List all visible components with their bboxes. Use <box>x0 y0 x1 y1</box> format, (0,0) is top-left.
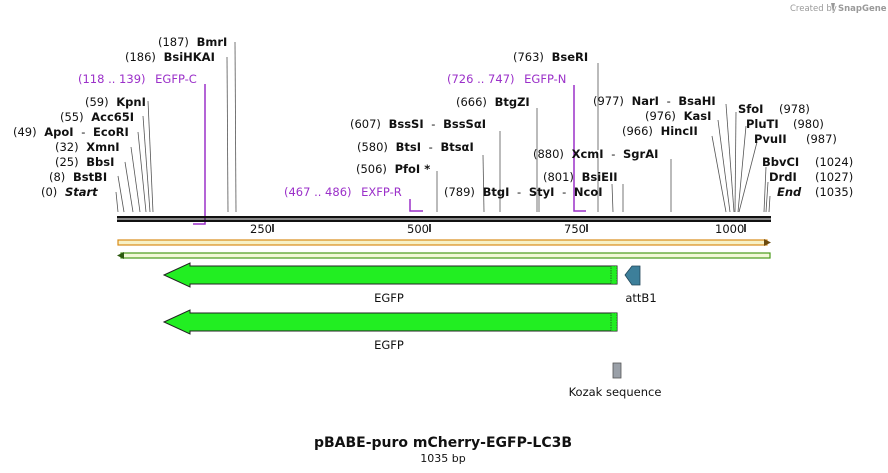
site-label-bsihkai: (186) BsiHKAI <box>125 50 215 64</box>
credit-brand: SnapGene <box>838 4 887 14</box>
primer-label-exfp-r: (467 .. 486) EXFP-R <box>284 185 402 199</box>
svg-text:(1024): (1024) <box>815 155 853 169</box>
primer-egfp-c-line <box>193 84 206 225</box>
svg-text:BbvCI: BbvCI <box>762 155 799 169</box>
svg-text:SfoI: SfoI <box>738 102 763 116</box>
snapgene-credit: Created by SnapGene <box>790 3 887 14</box>
left-site-labels: (0) Start (8) BstBI (25) BbsI (32) XmnI … <box>13 35 227 199</box>
site-label-pvuii: PvuII (987) <box>754 132 837 146</box>
feature-egfp-2-label: EGFP <box>374 338 404 352</box>
reverse-strand-bar <box>117 252 771 259</box>
site-label-kasi: (976) KasI <box>645 109 711 123</box>
svg-text:1000: 1000 <box>715 222 744 236</box>
feature-attb1-label: attB1 <box>625 291 656 305</box>
feature-egfp-1-label: EGFP <box>374 291 404 305</box>
feature-kozak-label: Kozak sequence <box>569 385 662 399</box>
site-label-btgi-styi-ncoi: (789) BtgI - StyI - NcoI <box>444 185 603 199</box>
feature-attb1[interactable]: attB1 <box>624 265 657 305</box>
forward-strand-bar <box>117 239 771 246</box>
site-leader-lines <box>115 41 771 213</box>
site-label-bsieii: (801) BsiEII <box>543 170 618 184</box>
map-subtitle: 1035 bp <box>420 452 465 465</box>
svg-text:500: 500 <box>407 222 429 236</box>
svg-text:(1035): (1035) <box>815 185 853 199</box>
svg-text:(978): (978) <box>779 102 810 116</box>
site-label-bsssi: (607) BssSI - BssSαI <box>350 117 486 131</box>
svg-text:DrdI: DrdI <box>769 170 797 184</box>
site-label-hincii: (966) HincII <box>622 124 698 138</box>
primer-label-egfp-c: (118 .. 139) EGFP-C <box>78 72 197 86</box>
site-label-acc65i: (55) Acc65I <box>60 110 134 124</box>
site-label-bstbi: (8) BstBI <box>49 170 107 184</box>
site-label-pfoi: (506) PfoI * <box>356 162 430 176</box>
dna-backbone <box>117 216 771 222</box>
ruler: 250 500 750 1000 <box>250 222 746 236</box>
site-label-bseri: (763) BseRI <box>513 50 588 64</box>
site-label-pluti: PluTI (980) <box>746 117 824 131</box>
site-label-bbvci: BbvCI (1024) <box>762 155 853 169</box>
ruler-tick-1000: 1000 <box>715 222 746 236</box>
site-label-xcmi-sgrai: (880) XcmI - SgrAI <box>533 147 658 161</box>
svg-text:(987): (987) <box>806 132 837 146</box>
site-label-apoi-ecori: (49) ApoI - EcoRI <box>13 125 129 139</box>
svg-text:250: 250 <box>250 222 272 236</box>
svg-text:PluTI: PluTI <box>746 117 779 131</box>
snapgene-logo-icon <box>831 3 835 12</box>
site-label-bbsi: (25) BbsI <box>55 155 114 169</box>
primer-label-egfp-n: (726 .. 747) EGFP-N <box>447 72 566 86</box>
middle-site-labels: (467 .. 486) EXFP-R (506) PfoI * (580) B… <box>284 50 658 199</box>
ruler-tick-250: 250 <box>250 222 274 236</box>
site-label-sfoi: SfoI (978) <box>738 102 810 116</box>
site-label-kpni: (59) KpnI <box>85 95 146 109</box>
map-title: pBABE-puro mCherry-EGFP-LC3B <box>314 435 572 451</box>
svg-text:End: End <box>777 185 802 199</box>
svg-text:(1027): (1027) <box>815 170 853 184</box>
site-label-xmni: (32) XmnI <box>55 140 120 154</box>
site-label-start: (0) Start <box>41 185 98 199</box>
svg-text:PvuII: PvuII <box>754 132 787 146</box>
feature-egfp-2[interactable]: EGFP <box>162 309 618 352</box>
ruler-tick-750: 750 <box>564 222 588 236</box>
svg-text:(980): (980) <box>793 117 824 131</box>
site-label-btgzi: (666) BtgZI <box>456 95 530 109</box>
primer-exfp-r-line <box>409 199 423 212</box>
feature-egfp-1[interactable]: EGFP <box>162 262 618 305</box>
right-site-labels: (966) HincII (976) KasI (977) NarI - Bsa… <box>593 94 853 199</box>
feature-kozak[interactable]: Kozak sequence <box>569 362 662 399</box>
site-label-drdi: DrdI (1027) <box>769 170 853 184</box>
site-label-bmri: (187) BmrI <box>158 35 227 49</box>
ruler-tick-500: 500 <box>407 222 431 236</box>
site-label-end: End (1035) <box>777 185 853 199</box>
site-label-nari-bsahi: (977) NarI - BsaHI <box>593 94 716 108</box>
primer-markers <box>193 84 586 225</box>
svg-text:750: 750 <box>564 222 586 236</box>
credit-created-by: Created by <box>790 4 837 14</box>
primer-egfp-n-line <box>573 85 586 212</box>
site-label-btsi: (580) BtsI - BtsαI <box>357 140 474 154</box>
